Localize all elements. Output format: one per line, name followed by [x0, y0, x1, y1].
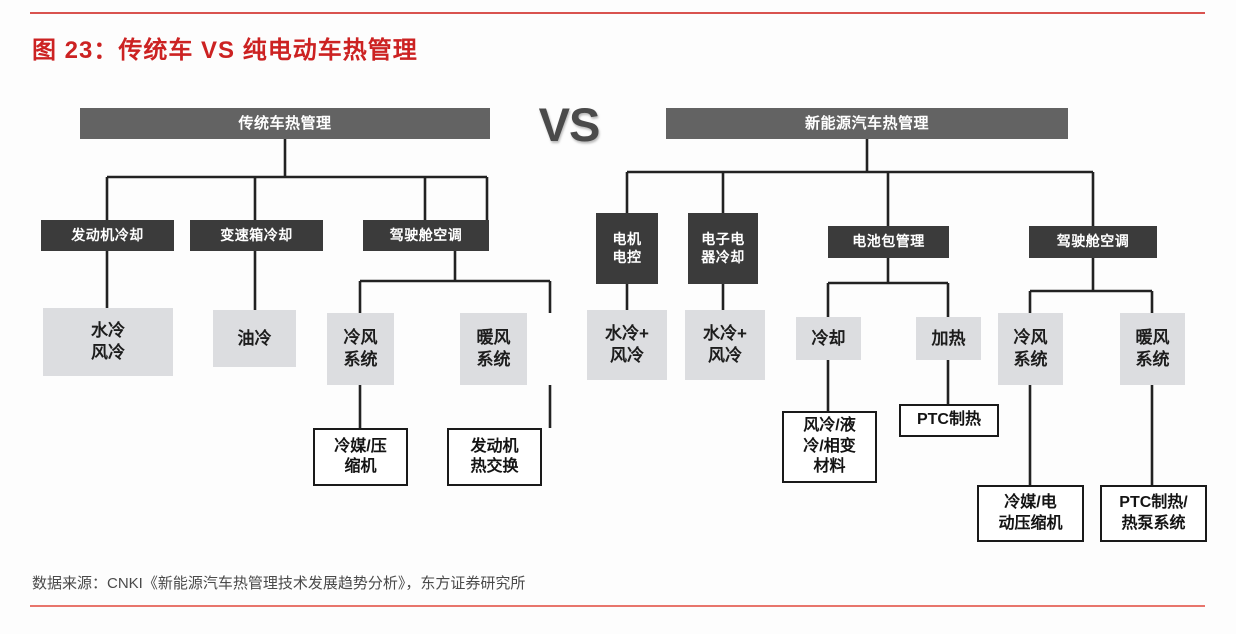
node-right-cabin-ac[interactable]: 驾驶舱空调: [1029, 226, 1157, 258]
node-right-electronics-cooling-child[interactable]: 水冷+ 风冷: [685, 310, 765, 380]
node-left-refrigerant-compressor[interactable]: 冷媒/压 缩机: [313, 428, 408, 486]
node-left-gearbox-cooling[interactable]: 变速箱冷却: [190, 220, 323, 251]
node-left-engine-heat-exchange[interactable]: 发动机 热交换: [447, 428, 542, 486]
node-left-engine-cooling[interactable]: 发动机冷却: [41, 220, 174, 251]
node-right-battery-heating[interactable]: 加热: [916, 317, 981, 360]
top-rule: [30, 12, 1205, 14]
node-right-electronics-cooling[interactable]: 电子电 器冷却: [688, 213, 758, 284]
node-right-air-liquid-pcm[interactable]: 风冷/液 冷/相变 材料: [782, 411, 877, 483]
node-right-ptc-heating[interactable]: PTC制热: [899, 404, 999, 437]
source-note: 数据来源：CNKI《新能源汽车热管理技术发展趋势分析》，东方证券研究所: [32, 575, 526, 592]
node-left-root[interactable]: 传统车热管理: [80, 108, 490, 139]
vs-badge: VS: [538, 97, 601, 151]
node-right-warm-air-system[interactable]: 暖风 系统: [1120, 313, 1185, 385]
node-right-refrigerant-e-compressor[interactable]: 冷媒/电 动压缩机: [977, 485, 1084, 542]
node-left-cabin-ac[interactable]: 驾驶舱空调: [363, 220, 489, 251]
node-right-motor-control[interactable]: 电机 电控: [596, 213, 658, 284]
node-right-battery-pack-management[interactable]: 电池包管理: [828, 226, 949, 258]
node-right-battery-cooling[interactable]: 冷却: [796, 317, 861, 360]
node-left-engine-cooling-child[interactable]: 水冷 风冷: [43, 308, 173, 376]
bottom-rule: [30, 605, 1205, 607]
node-right-cold-air-system[interactable]: 冷风 系统: [998, 313, 1063, 385]
figure-title: 图 23：传统车 VS 纯电动车热管理: [32, 37, 418, 64]
node-left-warm-air-system[interactable]: 暖风 系统: [460, 313, 527, 385]
node-right-root[interactable]: 新能源汽车热管理: [666, 108, 1068, 139]
node-right-motor-cooling-child[interactable]: 水冷+ 风冷: [587, 310, 667, 380]
node-left-gearbox-cooling-child[interactable]: 油冷: [213, 310, 296, 367]
node-right-ptc-heatpump[interactable]: PTC制热/ 热泵系统: [1100, 485, 1207, 542]
node-left-cold-air-system[interactable]: 冷风 系统: [327, 313, 394, 385]
